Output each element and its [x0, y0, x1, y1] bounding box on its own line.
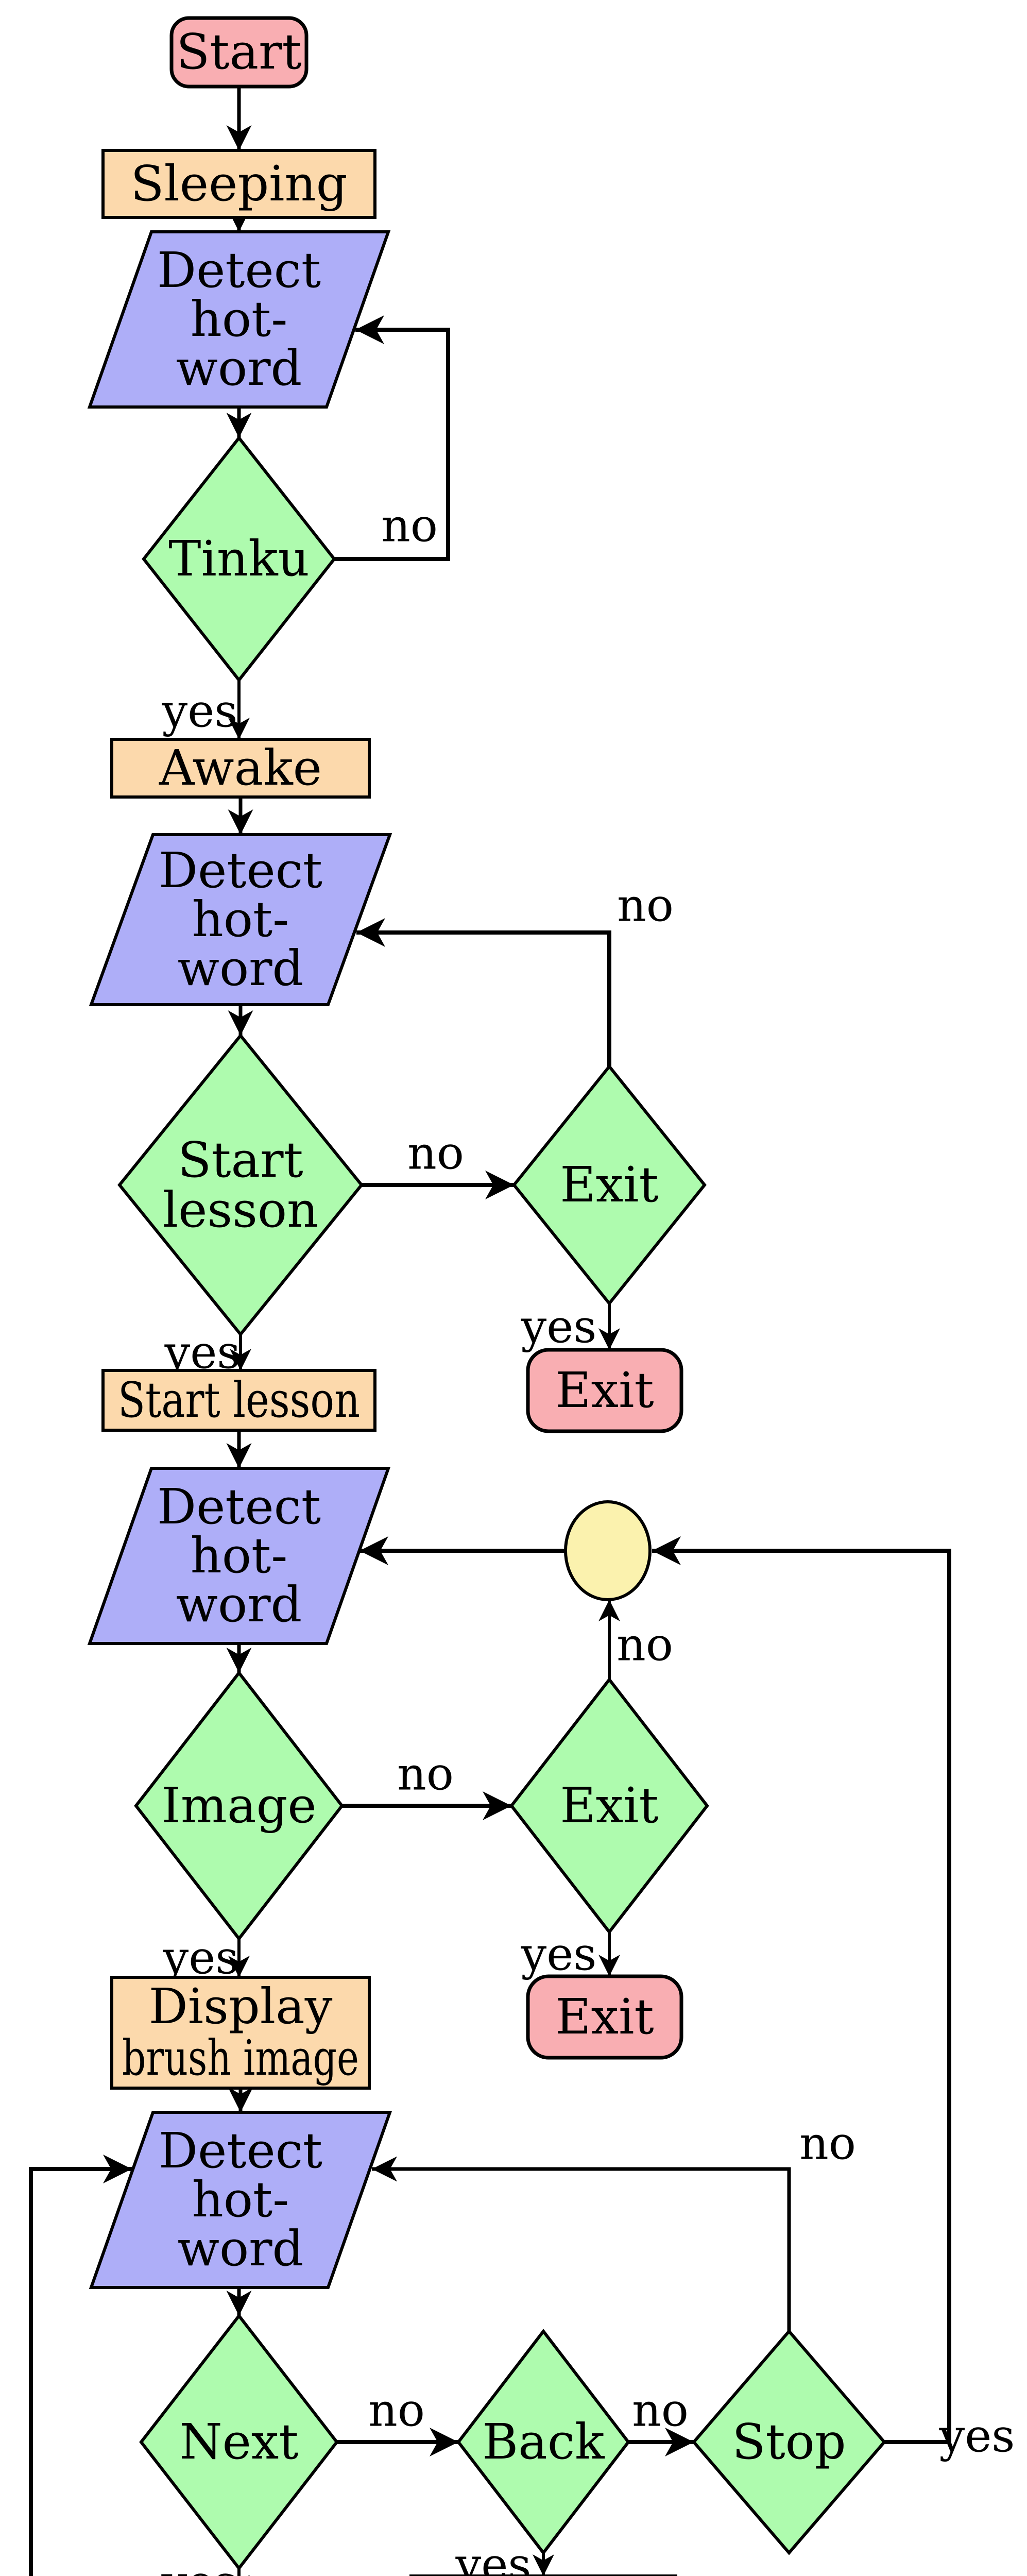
- detect-hotword-3-line2: hot-: [191, 1528, 288, 1584]
- label-next-no: no: [368, 2384, 425, 2437]
- exit-terminal-1-shape: [526, 1348, 683, 1433]
- node-exit-terminal-2: Exit: [526, 1974, 683, 2060]
- detect-hotword-1-shape: [87, 230, 391, 409]
- node-awake: Awake: [110, 738, 371, 799]
- start-terminal-label: Start: [176, 24, 301, 80]
- node-start-lesson-decision: Start lesson: [117, 1033, 364, 1337]
- edge-tinku-no-loop: [334, 315, 450, 561]
- detect-hotword-4-line3: word: [178, 2221, 304, 2277]
- label-tinku-no: no: [381, 499, 438, 552]
- node-display-previous-image: Display previous image: [409, 2572, 677, 2576]
- label-image-no: no: [397, 1748, 454, 1801]
- detect-hotword-1-line1: Detect: [157, 242, 321, 299]
- display-brush-image-line2: brush image: [122, 2030, 359, 2087]
- node-tinku: Tinku: [142, 435, 336, 683]
- awake-process-shape: [110, 738, 371, 799]
- label-startlesson-no: no: [407, 1127, 464, 1180]
- next-decision-label: Next: [179, 2414, 298, 2470]
- back-decision-shape: [456, 2329, 630, 2555]
- label-tinku-yes: yes: [162, 685, 238, 738]
- node-display-brush-image: Display brush image: [110, 1976, 371, 2090]
- image-decision-shape: [134, 1670, 344, 1941]
- start-lesson-decision-shape: [117, 1033, 364, 1337]
- tinku-decision-shape: [142, 435, 336, 683]
- label-back-no: no: [632, 2384, 689, 2437]
- detect-hotword-2-line2: hot-: [192, 891, 289, 948]
- detect-hotword-2-line3: word: [178, 940, 304, 997]
- sleeping-process-label: Sleeping: [130, 156, 347, 212]
- edge-stop-no-loop: [372, 2156, 791, 2331]
- detect-hotword-4-line1: Detect: [159, 2123, 322, 2179]
- node-start-lesson-process: Start lesson: [101, 1369, 376, 1432]
- label-stop-yes: yes: [939, 2410, 1015, 2463]
- stop-decision-label: Stop: [732, 2414, 846, 2470]
- node-detect-hotword-2: Detect hot- word: [89, 833, 392, 1006]
- display-previous-image-line1: Display: [452, 2572, 636, 2576]
- node-image-decision: Image: [134, 1670, 344, 1941]
- node-next-decision: Next: [139, 2313, 339, 2571]
- node-start: Start: [169, 16, 309, 89]
- stop-decision-shape: [692, 2329, 886, 2555]
- sleeping-process-shape: [101, 149, 376, 219]
- label-exit2-no: no: [617, 1618, 673, 1671]
- node-detect-hotword-1: Detect hot- word: [87, 230, 391, 409]
- edge-exit1-no-loop: [356, 918, 611, 1066]
- exit-terminal-2-shape: [526, 1974, 683, 2060]
- node-exit-terminal-1: Exit: [526, 1348, 683, 1433]
- detect-hotword-2-line1: Detect: [159, 842, 322, 899]
- exit-decision-1-label: Exit: [560, 1157, 658, 1213]
- label-image-yes: yes: [163, 1931, 239, 1985]
- start-lesson-decision-line2: lesson: [163, 1182, 319, 1239]
- display-brush-image-line1: Display: [149, 1978, 333, 2035]
- start-lesson-process-shape: [101, 1369, 376, 1432]
- detect-hotword-4-shape: [89, 2111, 392, 2289]
- label-exit2-yes: yes: [521, 1928, 597, 1981]
- edge-stop-yes-loop: [652, 1536, 951, 2444]
- node-exit-decision-2: Exit: [509, 1677, 709, 1935]
- node-stop-decision: Stop: [692, 2329, 886, 2555]
- node-detect-hotword-4: Detect hot- word: [89, 2111, 392, 2289]
- detect-hotword-4-line2: hot-: [192, 2172, 289, 2228]
- node-exit-decision-1: Exit: [512, 1064, 707, 1306]
- edge-connector2-left-loop: [29, 2155, 132, 2576]
- display-brush-image-shape: [110, 1976, 371, 2090]
- node-detect-hotword-3: Detect hot- word: [87, 1467, 391, 1645]
- next-decision-shape: [139, 2313, 339, 2571]
- label-exit1-yes: yes: [521, 1300, 597, 1353]
- label-exit1-no: no: [617, 879, 674, 932]
- detect-hotword-3-line1: Detect: [157, 1479, 321, 1535]
- start-terminal-shape: [169, 16, 309, 89]
- back-decision-label: Back: [482, 2414, 605, 2470]
- detect-hotword-3-shape: [87, 1467, 391, 1645]
- image-decision-label: Image: [161, 1777, 316, 1834]
- detect-hotword-1-line3: word: [176, 340, 302, 397]
- connector-circle-1: [564, 1500, 652, 1601]
- exit-terminal-2-label: Exit: [555, 1989, 654, 2045]
- tinku-decision-label: Tinku: [168, 531, 310, 587]
- exit-terminal-1-label: Exit: [555, 1362, 654, 1419]
- start-lesson-process-label: Start lesson: [118, 1372, 360, 1429]
- node-sleeping: Sleeping: [101, 149, 376, 219]
- exit-decision-2-label: Exit: [560, 1777, 658, 1834]
- label-back-yes: yes: [455, 2538, 532, 2576]
- exit-decision-1-shape: [512, 1064, 707, 1306]
- exit-decision-2-shape: [509, 1677, 709, 1935]
- awake-process-label: Awake: [159, 740, 322, 796]
- start-lesson-decision-line1: Start: [178, 1132, 303, 1189]
- label-next-yes: yes: [161, 2556, 237, 2576]
- detect-hotword-1-line2: hot-: [191, 291, 288, 348]
- label-stop-no: no: [799, 2117, 856, 2170]
- detect-hotword-3-line3: word: [176, 1577, 302, 1633]
- node-back-decision: Back: [456, 2329, 630, 2555]
- detect-hotword-2-shape: [89, 833, 392, 1006]
